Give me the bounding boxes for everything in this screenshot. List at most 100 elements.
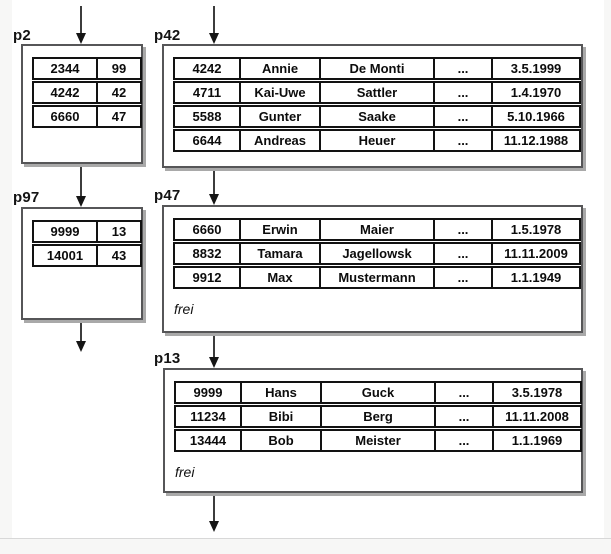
ellipsis-cell: ... bbox=[433, 131, 491, 150]
page-label-p47: p47 bbox=[154, 187, 181, 204]
lastname-cell: Saake bbox=[319, 107, 433, 126]
page-label-p2: p2 bbox=[13, 27, 31, 44]
id-cell: 8832 bbox=[192, 246, 222, 261]
table-p47: 6660 Erwin Maier ... 1.5.1978 8832 Tamar… bbox=[173, 218, 581, 290]
arrow-down-from-p13-icon bbox=[209, 495, 219, 532]
ellipsis-cell: ... bbox=[433, 107, 491, 126]
lastname-cell: Mustermann bbox=[319, 268, 433, 287]
lastname-cell: Jagellowsk bbox=[319, 244, 433, 263]
table-row: 4242 42 bbox=[32, 81, 142, 104]
pointer-cell: 99 bbox=[96, 59, 140, 78]
table-row: 2344 99 bbox=[32, 57, 142, 80]
free-space-label: frei bbox=[174, 301, 194, 317]
free-space-label: frei bbox=[175, 464, 195, 480]
arrow-down-into-p42-icon bbox=[209, 6, 219, 44]
id-cell: 11234 bbox=[190, 409, 226, 424]
table-row: 11234 Bibi Berg ... 11.11.2008 bbox=[174, 405, 582, 428]
date-cell: 1.5.1978 bbox=[491, 220, 579, 239]
lastname-cell: Guck bbox=[320, 383, 434, 402]
lastname-cell: Heuer bbox=[319, 131, 433, 150]
key-cell: 4242 bbox=[50, 85, 80, 100]
table-row: 9912 Max Mustermann ... 1.1.1949 bbox=[173, 266, 581, 289]
date-cell: 5.10.1966 bbox=[491, 107, 579, 126]
firstname-cell: Andreas bbox=[239, 131, 319, 150]
ellipsis-cell: ... bbox=[434, 383, 492, 402]
key-cell: 6660 bbox=[50, 109, 80, 124]
table-p42: 4242 Annie De Monti ... 3.5.1999 4711 Ka… bbox=[173, 57, 581, 153]
table-row: 6660 47 bbox=[32, 105, 142, 128]
date-cell: 3.5.1978 bbox=[492, 383, 580, 402]
firstname-cell: Max bbox=[239, 268, 319, 287]
table-p97: 9999 13 14001 43 bbox=[32, 220, 142, 268]
page-box-p42: 4242 Annie De Monti ... 3.5.1999 4711 Ka… bbox=[162, 44, 583, 168]
arrow-p47-to-p13-icon bbox=[209, 335, 219, 368]
page-label-p13: p13 bbox=[154, 350, 181, 367]
table-row: 6660 Erwin Maier ... 1.5.1978 bbox=[173, 218, 581, 241]
table-row: 6644 Andreas Heuer ... 11.12.1988 bbox=[173, 129, 581, 152]
pointer-cell: 47 bbox=[96, 107, 140, 126]
id-cell: 4242 bbox=[192, 61, 222, 76]
ellipsis-cell: ... bbox=[434, 407, 492, 426]
pointer-cell: 42 bbox=[96, 83, 140, 102]
id-cell: 9999 bbox=[193, 385, 223, 400]
page-box-p47: 6660 Erwin Maier ... 1.5.1978 8832 Tamar… bbox=[162, 205, 583, 333]
firstname-cell: Kai-Uwe bbox=[239, 83, 319, 102]
page-box-p13: 9999 Hans Guck ... 3.5.1978 11234 Bibi B… bbox=[163, 368, 583, 493]
table-row: 4711 Kai-Uwe Sattler ... 1.4.1970 bbox=[173, 81, 581, 104]
date-cell: 3.5.1999 bbox=[491, 59, 579, 78]
table-row: 9999 13 bbox=[32, 220, 142, 243]
firstname-cell: Erwin bbox=[239, 220, 319, 239]
page-label-p97: p97 bbox=[13, 189, 40, 206]
firstname-cell: Bob bbox=[240, 431, 320, 450]
date-cell: 1.1.1969 bbox=[492, 431, 580, 450]
lastname-cell: Sattler bbox=[319, 83, 433, 102]
table-p13: 9999 Hans Guck ... 3.5.1978 11234 Bibi B… bbox=[174, 381, 582, 453]
date-cell: 11.11.2008 bbox=[492, 407, 580, 426]
key-cell: 9999 bbox=[50, 224, 80, 239]
table-row: 13444 Bob Meister ... 1.1.1969 bbox=[174, 429, 582, 452]
lastname-cell: Maier bbox=[319, 220, 433, 239]
firstname-cell: Gunter bbox=[239, 107, 319, 126]
ellipsis-cell: ... bbox=[433, 59, 491, 78]
arrow-down-into-p2-icon bbox=[76, 6, 86, 44]
date-cell: 1.4.1970 bbox=[491, 83, 579, 102]
id-cell: 5588 bbox=[192, 109, 222, 124]
id-cell: 6660 bbox=[192, 222, 222, 237]
date-cell: 1.1.1949 bbox=[491, 268, 579, 287]
key-cell: 2344 bbox=[50, 61, 80, 76]
right-margin bbox=[604, 0, 611, 538]
table-row: 4242 Annie De Monti ... 3.5.1999 bbox=[173, 57, 581, 80]
table-row: 14001 43 bbox=[32, 244, 142, 267]
ellipsis-cell: ... bbox=[433, 268, 491, 287]
arrow-p2-to-p97-icon bbox=[76, 166, 86, 207]
id-cell: 4711 bbox=[192, 85, 222, 100]
pointer-cell: 13 bbox=[96, 222, 140, 241]
date-cell: 11.12.1988 bbox=[491, 131, 579, 150]
lastname-cell: Berg bbox=[320, 407, 434, 426]
key-cell: 14001 bbox=[46, 248, 84, 263]
firstname-cell: Hans bbox=[240, 383, 320, 402]
lastname-cell: De Monti bbox=[319, 59, 433, 78]
table-row: 5588 Gunter Saake ... 5.10.1966 bbox=[173, 105, 581, 128]
ellipsis-cell: ... bbox=[434, 431, 492, 450]
date-cell: 11.11.2009 bbox=[491, 244, 579, 263]
id-cell: 9912 bbox=[192, 270, 222, 285]
ellipsis-cell: ... bbox=[433, 244, 491, 263]
pointer-cell: 43 bbox=[96, 246, 140, 265]
page-box-p2: 2344 99 4242 42 6660 47 bbox=[21, 44, 143, 164]
ellipsis-cell: ... bbox=[433, 83, 491, 102]
firstname-cell: Tamara bbox=[239, 244, 319, 263]
page-label-p42: p42 bbox=[154, 27, 181, 44]
left-margin bbox=[0, 0, 12, 538]
ellipsis-cell: ... bbox=[433, 220, 491, 239]
id-cell: 13444 bbox=[189, 433, 227, 448]
page-box-p97: 9999 13 14001 43 bbox=[21, 207, 143, 320]
table-row: 9999 Hans Guck ... 3.5.1978 bbox=[174, 381, 582, 404]
arrow-down-from-p97-icon bbox=[76, 322, 86, 352]
lastname-cell: Meister bbox=[320, 431, 434, 450]
table-row: 8832 Tamara Jagellowsk ... 11.11.2009 bbox=[173, 242, 581, 265]
bottom-margin bbox=[0, 538, 611, 554]
id-cell: 6644 bbox=[192, 133, 222, 148]
arrow-p42-to-p47-icon bbox=[209, 168, 219, 205]
